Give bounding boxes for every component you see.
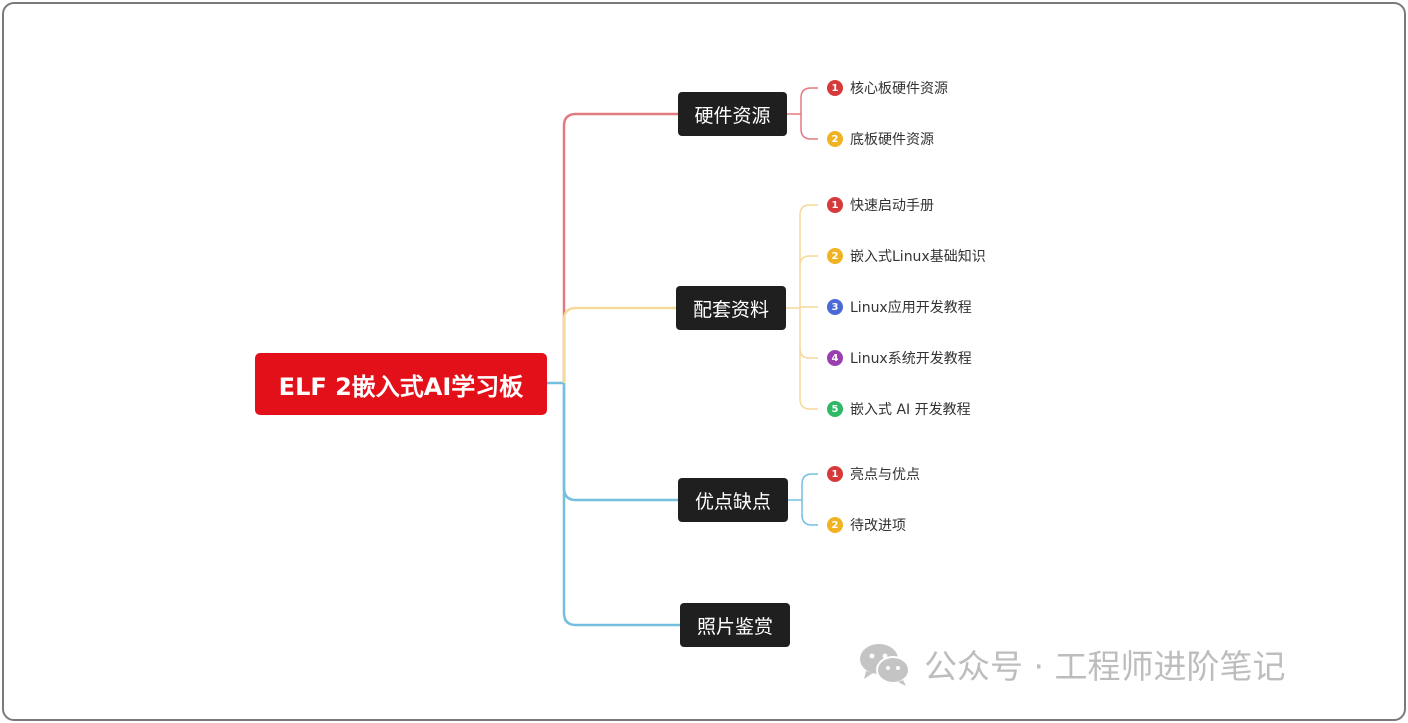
leaf-embedded-ai-dev[interactable]: 5 嵌入式 AI 开发教程 <box>827 399 971 419</box>
number-1-icon: 1 <box>827 197 843 213</box>
connector-b2-leaf4 <box>799 348 818 359</box>
connector-b3-leaf1 <box>801 473 818 500</box>
leaf-label: 亮点与优点 <box>850 467 920 483</box>
connector-branch-1 <box>562 112 678 383</box>
number-2-icon: 2 <box>827 517 843 533</box>
watermark: 公众号 · 工程师进阶笔记 <box>858 640 1285 688</box>
branch-pros-cons[interactable]: 优点缺点 <box>678 478 788 522</box>
leaf-label: Linux应用开发教程 <box>850 300 972 316</box>
leaf-label: 待改进项 <box>850 518 906 534</box>
number-1-icon: 1 <box>827 466 843 482</box>
connector-branch-2 <box>562 306 676 383</box>
connector-b2-leaf2 <box>799 255 818 266</box>
leaf-label: 底板硬件资源 <box>850 132 934 148</box>
branch-materials[interactable]: 配套资料 <box>676 286 786 330</box>
leaf-improvements[interactable]: 2 待改进项 <box>827 515 906 535</box>
leaf-label: 嵌入式Linux基础知识 <box>850 249 986 265</box>
leaf-base-board-hardware[interactable]: 2 底板硬件资源 <box>827 129 934 149</box>
connector-branch-4 <box>562 383 680 627</box>
leaf-label: 核心板硬件资源 <box>850 81 948 97</box>
number-5-icon: 5 <box>827 401 843 417</box>
number-1-icon: 1 <box>827 80 843 96</box>
wechat-icon <box>860 644 910 686</box>
leaf-linux-app-dev[interactable]: 3 Linux应用开发教程 <box>827 297 972 317</box>
leaf-linux-system-dev[interactable]: 4 Linux系统开发教程 <box>827 348 972 368</box>
root-node[interactable]: ELF 2嵌入式AI学习板 <box>255 353 547 415</box>
leaf-core-board-hardware[interactable]: 1 核心板硬件资源 <box>827 78 948 98</box>
leaf-linux-basics[interactable]: 2 嵌入式Linux基础知识 <box>827 246 986 266</box>
number-3-icon: 3 <box>827 299 843 315</box>
leaf-highlights[interactable]: 1 亮点与优点 <box>827 464 920 484</box>
connector-b2-leaf5 <box>799 308 818 410</box>
number-2-icon: 2 <box>827 131 843 147</box>
connector-b1-leaf2 <box>800 114 818 140</box>
leaf-label: 嵌入式 AI 开发教程 <box>850 402 971 418</box>
branch-hardware[interactable]: 硬件资源 <box>678 92 787 136</box>
connector-b3-leaf2 <box>801 500 818 526</box>
leaf-label: 快速启动手册 <box>850 198 934 214</box>
number-2-icon: 2 <box>827 248 843 264</box>
leaf-label: Linux系统开发教程 <box>850 351 972 367</box>
connector-b2-leaf1 <box>799 204 818 308</box>
leaf-quick-start[interactable]: 1 快速启动手册 <box>827 195 934 215</box>
watermark-text: 公众号 · 工程师进阶笔记 <box>924 647 1286 686</box>
number-4-icon: 4 <box>827 350 843 366</box>
branch-photos[interactable]: 照片鉴赏 <box>680 603 790 647</box>
connector-branch-3 <box>562 383 678 502</box>
connector-b1-leaf1 <box>800 87 818 114</box>
